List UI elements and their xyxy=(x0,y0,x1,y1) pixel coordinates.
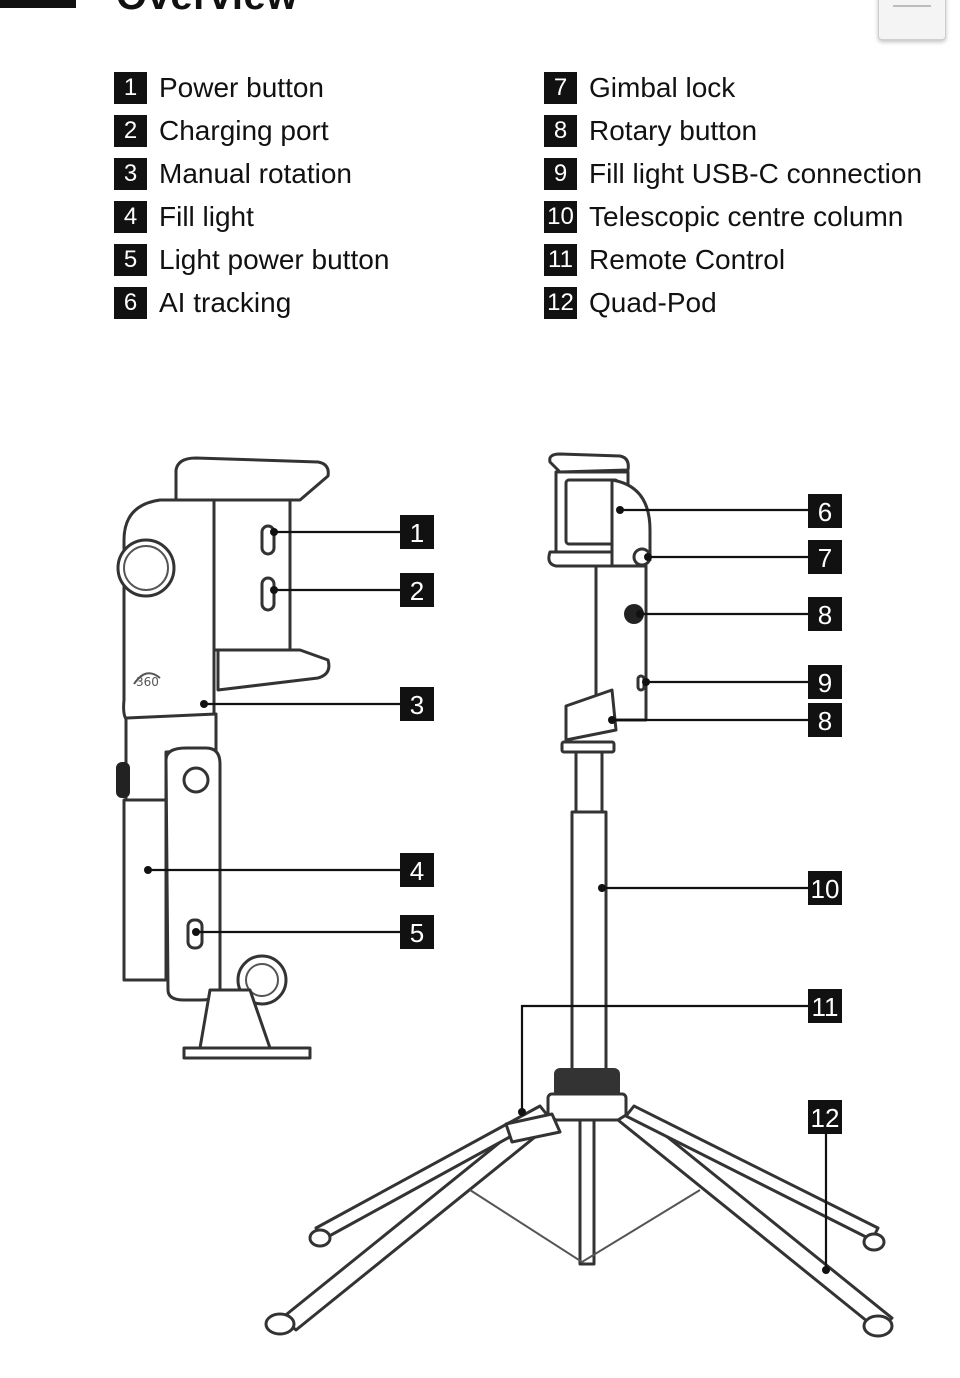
callout-1: 1 xyxy=(400,515,434,549)
legend-item: 6 AI tracking xyxy=(114,281,389,324)
legend-label: Rotary button xyxy=(589,114,758,146)
callout-3-label: 3 xyxy=(410,690,424,720)
legend-item: 5 Light power button xyxy=(114,238,389,281)
callout-2: 2 xyxy=(400,573,434,607)
legend-number: 1 xyxy=(114,71,147,104)
legend-right: 7 Gimbal lock 8 Rotary button 9 Fill light … xyxy=(544,66,922,324)
menu-button[interactable] xyxy=(878,0,946,40)
legend-label: AI tracking xyxy=(159,286,292,318)
legend-label: Remote Control xyxy=(589,243,786,275)
legend-number: 12 xyxy=(544,286,577,319)
svg-text:360: 360 xyxy=(136,675,159,689)
legend-label: Fill light xyxy=(159,200,254,232)
callout-10: 10 xyxy=(808,871,842,905)
callout-12-label: 12 xyxy=(811,1103,840,1133)
callout-7: 7 xyxy=(808,540,842,574)
legend-label: Telescopic centre column xyxy=(589,200,904,232)
tripod-illustration xyxy=(264,452,894,1338)
callout-9: 9 xyxy=(808,665,842,699)
legend-number: 11 xyxy=(544,243,577,276)
callout-8-lower-label: 8 xyxy=(818,706,832,736)
legend-number: 9 xyxy=(544,157,577,190)
legend-item: 9 Fill light USB-C connection xyxy=(544,152,922,195)
page-number-tab xyxy=(0,0,76,8)
callout-8-upper: 8 xyxy=(808,597,842,631)
callout-5-label: 5 xyxy=(410,918,424,948)
callout-5: 5 xyxy=(400,915,434,949)
legend-number: 4 xyxy=(114,200,147,233)
legend-item: 1 Power button xyxy=(114,66,389,109)
legend-item: 12 Quad-Pod xyxy=(544,281,922,324)
legend-number: 3 xyxy=(114,157,147,190)
callout-12: 12 xyxy=(808,1100,842,1134)
callout-4: 4 xyxy=(400,853,434,887)
callout-6-label: 6 xyxy=(818,497,832,527)
legend-label: Gimbal lock xyxy=(589,71,736,103)
callout-8-upper-label: 8 xyxy=(818,600,832,630)
legend-number: 5 xyxy=(114,243,147,276)
legend-label: Quad-Pod xyxy=(589,286,717,318)
legend-number: 2 xyxy=(114,114,147,147)
callout-1-label: 1 xyxy=(410,518,424,548)
callout-3: 3 xyxy=(400,687,434,721)
legend-item: 3 Manual rotation xyxy=(114,152,389,195)
callout-8-lower: 8 xyxy=(808,703,842,737)
callout-9-label: 9 xyxy=(818,668,832,698)
legend-label: Manual rotation xyxy=(159,157,353,189)
legend-item: 7 Gimbal lock xyxy=(544,66,922,109)
callout-10-label: 10 xyxy=(811,874,840,904)
legend-number: 6 xyxy=(114,286,147,319)
legend-label: Light power button xyxy=(159,243,390,275)
legend-item: 8 Rotary button xyxy=(544,109,922,152)
legend-number: 8 xyxy=(544,114,577,147)
legend-item: 2 Charging port xyxy=(114,109,389,152)
callout-6: 6 xyxy=(808,494,842,528)
legend-item: 10 Telescopic centre column xyxy=(544,195,922,238)
legend-item: 11 Remote Control xyxy=(544,238,922,281)
legend-item: 4 Fill light xyxy=(114,195,389,238)
callout-11: 11 xyxy=(808,989,842,1023)
legend-label: Charging port xyxy=(159,114,329,146)
hamburger-menu-icon xyxy=(893,5,931,7)
callout-11-label: 11 xyxy=(812,992,839,1022)
callout-4-label: 4 xyxy=(410,856,424,886)
callout-7-label: 7 xyxy=(818,543,832,573)
legend-label: Power button xyxy=(159,71,324,103)
legend-left: 1 Power button 2 Charging port 3 Manual rot… xyxy=(114,66,389,324)
legend-label: Fill light USB-C connection xyxy=(589,157,923,189)
callout-2-label: 2 xyxy=(410,576,424,606)
page-title: Overview xyxy=(116,0,298,16)
legend-number: 7 xyxy=(544,71,577,104)
leader-lines xyxy=(144,506,830,1274)
legend-number: 10 xyxy=(544,200,577,233)
gimbal-head-illustration: 360 xyxy=(116,456,331,1060)
